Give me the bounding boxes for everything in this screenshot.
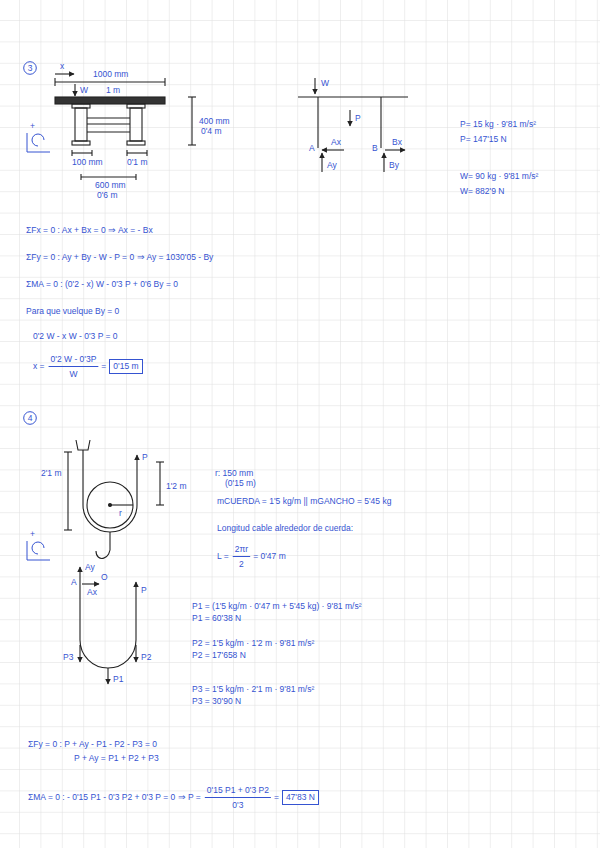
free-body-diagram-rope [80, 567, 136, 684]
annotation-text: 400 mm [199, 116, 230, 127]
annotation-text: 1 m [106, 85, 120, 96]
annotation-text: Ax [331, 137, 341, 148]
problem-number-text: 3 [28, 63, 33, 73]
annotation-text: W [80, 85, 88, 96]
fraction-bar [49, 366, 99, 367]
annotation-text: = [274, 792, 279, 803]
annotation-text: 1000 mm [93, 69, 128, 80]
annotation-text: 100 mm [72, 157, 103, 168]
annotation-text: 1'2 m [166, 481, 187, 492]
annotation-text: L = [217, 551, 229, 562]
result-box: 47'83 N [282, 790, 319, 805]
annotation-text: 0'15 P1 + 0'3 P2 [207, 785, 269, 796]
annotation-text: P2 = 1'5 kg/m · 1'2 m · 9'81 m/s² [192, 638, 314, 649]
annotation-text: P [355, 113, 361, 124]
annotation-text: By [389, 160, 399, 171]
annotation-text: A [309, 143, 315, 154]
result-box: 0'15 m [109, 359, 142, 374]
annotation-text: 2 [239, 559, 244, 570]
annotation-text: P2 = 17'658 N [192, 650, 246, 661]
annotation-text: O [101, 572, 108, 583]
annotation-text: P1 [113, 674, 123, 685]
annotation-text: 0'4 m [201, 126, 222, 137]
annotation-text: ΣMA = 0 : - 0'15 P1 - 0'3 P2 + 0'3 P = 0… [28, 792, 201, 803]
annotation-text: P= 147'15 N [460, 134, 507, 145]
annotation-text: r [119, 508, 122, 519]
pulley-drawing [64, 440, 164, 558]
annotation-text: Bx [392, 137, 402, 148]
annotation-text: mCUERDA = 1'5 kg/m || mGANCHO = 5'45 kg [217, 496, 391, 507]
annotation-text: = [101, 361, 106, 372]
annotation-text: + [30, 529, 35, 540]
annotation-text: P3 = 30'90 N [192, 696, 241, 707]
free-body-diagram-table [298, 78, 408, 172]
annotation-text: r: 150 mm [215, 468, 253, 479]
annotation-text: ΣMA = 0 : (0'2 - x) W - 0'3 P + 0'6 By =… [26, 279, 178, 290]
annotation-text: Ay [85, 562, 95, 573]
annotation-text: P1 = 60'38 N [192, 613, 241, 624]
annotation-text: W [321, 78, 329, 89]
annotation-text: ΣFy = 0 : Ay + By - W - P = 0 ⇒ Ay = 103… [26, 252, 213, 263]
annotation-text: 600 mm [95, 180, 126, 191]
annotation-text: Ax [87, 587, 97, 598]
annotation-text: A [71, 577, 77, 588]
annotation-text: 0'1 m [127, 157, 148, 168]
problem-3-table [55, 74, 196, 180]
annotation-text: 0'2 W - 0'3P [51, 354, 97, 365]
annotation-text: 0'3 [232, 800, 243, 811]
problem-number-text: 4 [28, 413, 33, 423]
annotation-text: (0'15 m) [225, 478, 256, 489]
problem-number: 3 [23, 61, 37, 75]
annotation-text: x [60, 61, 64, 72]
annotation-text: P3 [63, 652, 73, 663]
annotation-text: P [141, 585, 147, 596]
problem-number: 4 [23, 411, 37, 425]
annotation-text: Para que vuelque By = 0 [26, 306, 119, 317]
annotation-text: P= 15 kg · 9'81 m/s² [460, 119, 536, 130]
annotation-text: P1 = (1'5 kg/m · 0'47 m + 5'45 kg) · 9'8… [192, 601, 361, 612]
annotation-text: Longitud cable alrededor de cuerda: [217, 523, 353, 534]
annotation-text: + [30, 121, 35, 132]
annotation-text: P [142, 452, 148, 463]
fraction-bar [205, 797, 271, 798]
annotation-text: = 0'47 m [253, 551, 286, 562]
annotation-text: B [372, 143, 378, 154]
annotation-text: 2'1 m [41, 468, 62, 479]
fraction-bar [233, 556, 250, 557]
annotation-text: ΣFy = 0 : P + Ay - P1 - P2 - P3 = 0 [28, 739, 157, 750]
annotation-text: ΣFx = 0 : Ax + Bx = 0 ⇒ Ax = - Bx [26, 225, 153, 236]
annotation-text: W [69, 369, 77, 380]
annotation-text: P2 [141, 652, 151, 663]
annotation-text: 2πr [235, 544, 248, 555]
annotation-text: 0'2 W - x W - 0'3 P = 0 [33, 331, 118, 342]
annotation-text: W= 90 kg · 9'81 m/s² [460, 171, 538, 182]
axis-symbol [27, 133, 50, 560]
annotation-text: W= 882'9 N [460, 186, 504, 197]
annotation-text: 0'6 m [97, 190, 118, 201]
result-text: 47'83 N [286, 792, 315, 802]
result-text: 0'15 m [113, 361, 138, 371]
annotation-text: P + Ay = P1 + P2 + P3 [74, 753, 159, 764]
annotation-text: P3 = 1'5 kg/m · 2'1 m · 9'81 m/s² [192, 684, 314, 695]
annotation-text: Ay [327, 160, 337, 171]
annotation-text: x = [33, 361, 45, 372]
